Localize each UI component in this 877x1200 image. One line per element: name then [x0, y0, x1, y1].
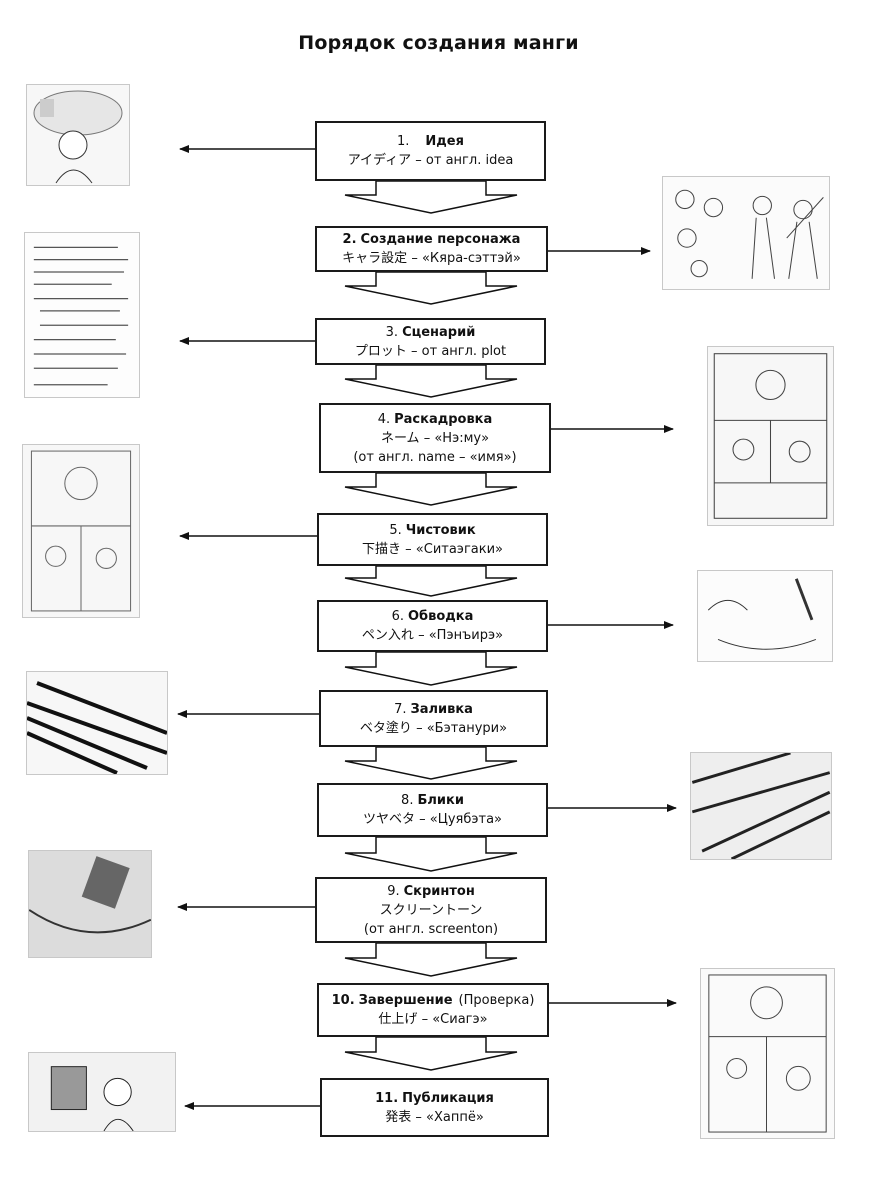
sketch-image: [50, 1066, 134, 1131]
step-number: 6.: [391, 609, 404, 624]
step-number: 2.: [342, 232, 357, 247]
step-name: Скринтон: [403, 883, 475, 899]
step-name: Создание персонажа: [360, 232, 521, 247]
screentone-illustration: [28, 850, 152, 958]
step-reading: – «Кяра-сэттэй»: [411, 251, 521, 266]
step-number: 3.: [385, 324, 399, 340]
sketch-image: [675, 189, 824, 279]
idea-illustration: [26, 84, 130, 186]
step-5-box: 5.Чистовик 下描き – «Ситаэгаки»: [317, 513, 548, 566]
down-arrow-6: [344, 651, 518, 686]
step-japanese: 仕上げ: [378, 1012, 418, 1027]
step-7-box: 7.Заливка ベタ塗り – «Бэтанури»: [319, 690, 548, 747]
step-extra: (от англ. name – «имя»): [353, 449, 517, 465]
sketch-image: [27, 681, 167, 774]
step-reading: – от англ. plot: [411, 343, 507, 359]
step-number: 11.: [375, 1090, 399, 1106]
step-number: 8.: [401, 793, 414, 808]
step-name: Сценарий: [402, 324, 476, 340]
step-japanese: ネーム: [380, 430, 420, 446]
step-reading: – «Ситаэгаки»: [405, 541, 503, 557]
finished-page-illustration: [700, 968, 835, 1139]
step-1-box: 1. Идея アイディア – от англ. idea: [315, 121, 546, 181]
step-extra: (от англ. screenton): [363, 921, 499, 937]
step-reading: – «Нэ:му»: [423, 430, 490, 446]
step-3-box: 3.Сценарий プロット – от англ. plot: [315, 318, 546, 365]
step-note: (Проверка): [458, 993, 535, 1008]
inking-illustration: [697, 570, 833, 662]
step-reading: – «Хаппё»: [415, 1109, 484, 1125]
step-10-box: 10.Завершение (Проверка) 仕上げ – «Сиагэ»: [317, 983, 549, 1037]
step-reading: – «Сиагэ»: [421, 1012, 488, 1027]
sketch-image: [691, 753, 831, 859]
step-japanese: ベタ塗り: [359, 720, 412, 736]
down-arrow-10: [344, 1036, 518, 1071]
step-japanese: ペン入れ: [361, 628, 414, 643]
step-9-box: 9.Скринтон スクリーントーン (от англ. screenton): [315, 877, 547, 943]
down-arrow-2: [344, 271, 518, 305]
storyboard-illustration: [707, 346, 834, 526]
step-name: Публикация: [402, 1090, 494, 1106]
down-arrow-9: [344, 942, 518, 977]
sketch-image: [713, 353, 828, 519]
step-japanese: キャラ設定: [342, 251, 408, 266]
sketch-image: [33, 90, 123, 184]
highlights-illustration: [690, 752, 832, 860]
step-name: Обводка: [408, 609, 474, 624]
step-number: 7.: [394, 701, 407, 717]
sketch-image: [30, 450, 132, 612]
step-number: 10.: [331, 993, 355, 1008]
down-arrow-7: [344, 746, 518, 780]
step-2-box: 2.Создание персонажа キャラ設定 – «Кяра-сэттэ…: [315, 226, 548, 272]
step-6-box: 6. Обводка ペン入れ – «Пэнъирэ»: [317, 600, 548, 652]
fill-illustration: [26, 671, 168, 775]
sketch-image: [708, 974, 827, 1133]
step-name: Заливка: [410, 701, 473, 717]
down-arrow-3: [344, 364, 518, 398]
step-name: Чистовик: [405, 522, 476, 538]
draft-illustration: [22, 444, 140, 618]
script-notes-illustration: [24, 232, 140, 398]
publication-illustration: [28, 1052, 176, 1132]
page-title: Порядок создания манги: [298, 32, 579, 54]
step-name: Идея: [425, 134, 464, 149]
step-reading: – от англ. idea: [415, 153, 514, 168]
step-number: 4.: [377, 411, 391, 427]
step-name: Раскадровка: [394, 411, 493, 427]
sketch-image: [33, 246, 129, 386]
step-japanese: 発表: [385, 1109, 412, 1125]
down-arrow-4: [344, 472, 518, 506]
step-4-box: 4.Раскадровка ネーム – «Нэ:му» (от англ. na…: [319, 403, 551, 473]
step-japanese: プロット: [354, 343, 407, 359]
step-8-box: 8.Блики ツヤベタ – «Цуябэта»: [317, 783, 548, 837]
sketch-image: [29, 856, 151, 934]
step-number: 9.: [387, 883, 400, 899]
step-number: 1.: [397, 134, 410, 149]
step-reading: – «Пэнъирэ»: [418, 628, 504, 643]
step-japanese: ツヤベタ: [363, 812, 416, 827]
step-japanese: アイディア: [347, 153, 412, 168]
down-arrow-1: [344, 180, 518, 214]
down-arrow-5: [344, 565, 518, 597]
step-name: Блики: [417, 793, 464, 808]
down-arrow-8: [344, 836, 518, 872]
step-japanese: 下描き: [362, 541, 402, 557]
step-name: Завершение: [358, 993, 453, 1008]
step-japanese: スクリーントーン: [379, 902, 483, 918]
step-reading: – «Цуябэта»: [419, 812, 502, 827]
step-reading: – «Бэтанури»: [416, 720, 508, 736]
sketch-image: [707, 578, 817, 650]
step-number: 5.: [389, 522, 402, 538]
step-11-box: 11.Публикация 発表 – «Хаппё»: [320, 1078, 549, 1137]
character-sketch-illustration: [662, 176, 830, 290]
